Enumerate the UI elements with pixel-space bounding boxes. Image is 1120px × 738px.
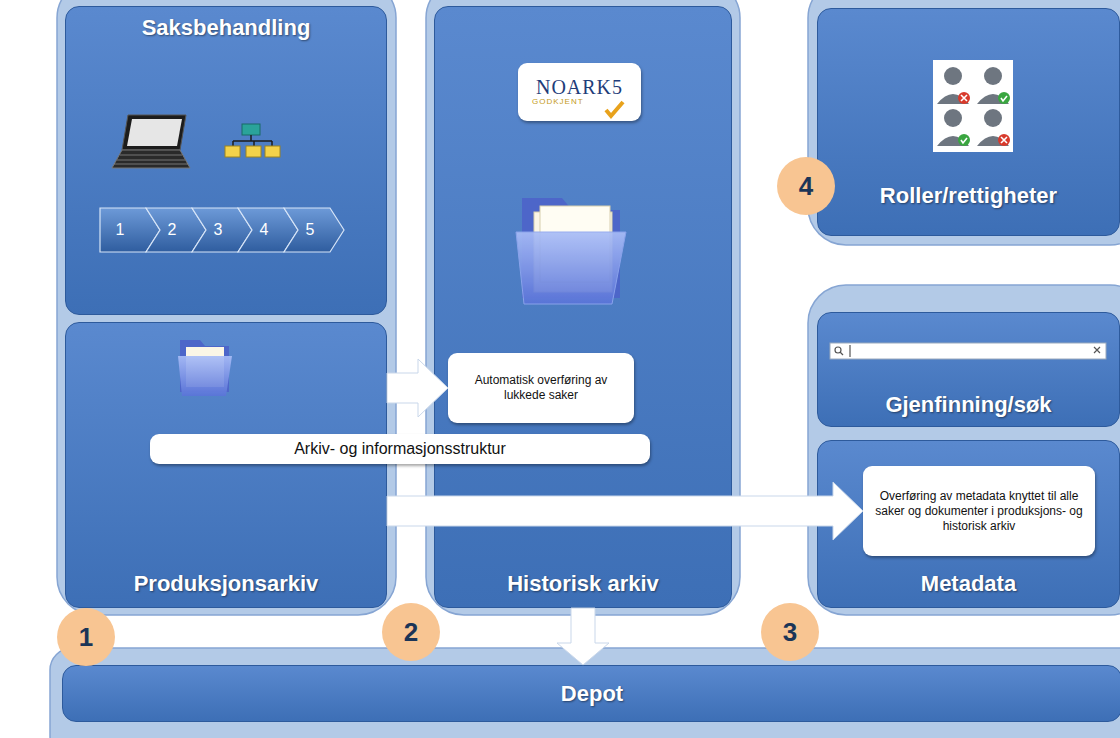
block-arrow: [557, 608, 609, 665]
roles-box: Roller/rettigheter: [817, 8, 1120, 236]
node-text: Metadata: [921, 571, 1016, 597]
archive-box: Produksjonsarkiv: [65, 322, 387, 608]
note-box: Automatisk overføring av lukkede saker: [448, 353, 634, 423]
node-text: Depot: [561, 681, 623, 707]
folder-icon: [516, 198, 626, 304]
people-icon: [933, 60, 1013, 152]
node-text: Produksjonsarkiv: [134, 571, 319, 597]
check-mark: [606, 102, 623, 116]
step-number: 5: [300, 220, 320, 240]
search-box: Gjenfinning/søk: [817, 312, 1120, 427]
search-bar: [830, 343, 1106, 359]
node-text: Historisk arkiv: [507, 571, 659, 597]
step-number: 4: [254, 220, 274, 240]
node-text: NOARK5: [536, 77, 623, 97]
step-chevrons: [100, 208, 344, 252]
depot-band: Depot: [62, 665, 1120, 722]
node-text: Overføring av metadata knyttet til alle …: [865, 485, 1093, 538]
panel: [426, 0, 740, 615]
node-text: Saksbehandling: [142, 15, 311, 41]
block-arrow: [387, 482, 863, 540]
step-number: 1: [110, 220, 130, 240]
structure-band: Arkiv- og informasjonsstruktur: [150, 434, 650, 464]
metadata-box: Metadata Overføring av metadata knyttet t…: [817, 440, 1120, 608]
node-subtext: GODKJENT: [522, 97, 584, 107]
callout-number: 3: [761, 603, 819, 661]
process-box: Saksbehandling: [65, 6, 387, 315]
archive-box: Historisk arkiv NOARK5GODKJENT Automatisk …: [434, 6, 732, 608]
panel: [57, 0, 396, 615]
org-chart-icon: [225, 124, 280, 157]
logo-box: NOARK5GODKJENT: [518, 63, 641, 121]
callout-number: 4: [777, 157, 835, 215]
step-number: 3: [208, 220, 228, 240]
panel: [808, 0, 1120, 245]
step-number: 2: [162, 220, 182, 240]
node-text: Arkiv- og informasjonsstruktur: [294, 440, 506, 458]
panel: [50, 648, 1120, 738]
panel: [808, 285, 1120, 615]
note-box: Overføring av metadata knyttet til alle …: [863, 466, 1095, 556]
node-text: Automatisk overføring av lukkede saker: [450, 369, 632, 407]
laptop-icon: [112, 115, 190, 168]
node-text: Roller/rettigheter: [880, 183, 1057, 209]
callout-number: 1: [57, 608, 115, 666]
node-text: Gjenfinning/søk: [885, 392, 1051, 418]
folder-icon: [178, 340, 232, 396]
block-arrow: [387, 359, 448, 417]
callout-number: 2: [382, 603, 440, 661]
